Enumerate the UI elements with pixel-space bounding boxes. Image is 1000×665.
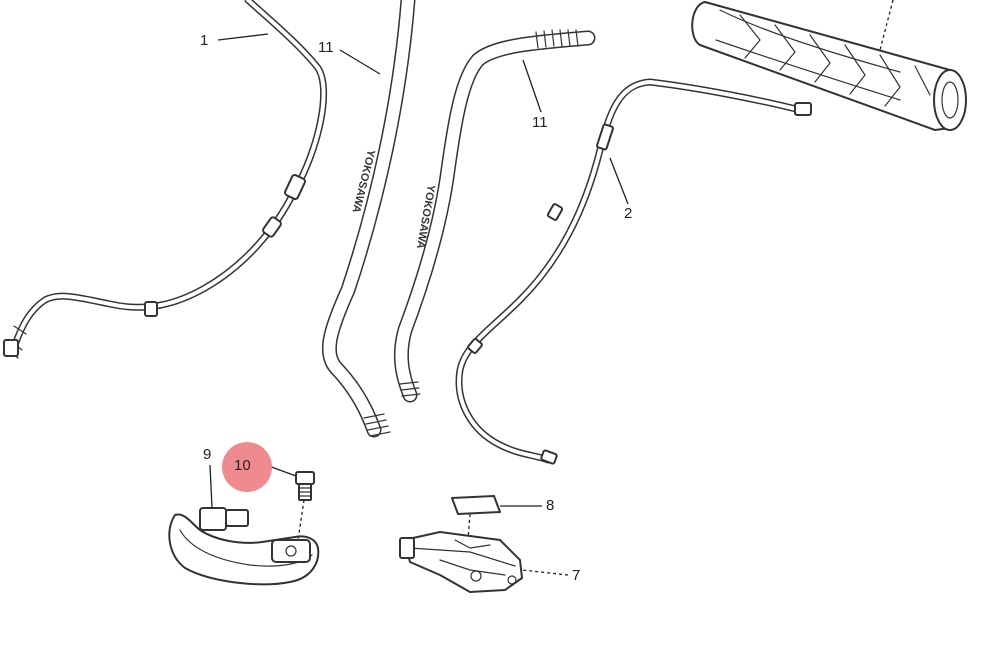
- clutch-cable-part-2[interactable]: [455, 78, 812, 465]
- callout-10[interactable]: 10: [234, 457, 251, 474]
- pad-part-8[interactable]: [451, 495, 501, 541]
- bolt-part-10[interactable]: [295, 471, 315, 541]
- callout-2[interactable]: 2: [624, 205, 633, 222]
- hose-part-11-right[interactable]: YOKOSAWA: [393, 29, 596, 403]
- callout-8[interactable]: 8: [546, 497, 555, 514]
- handlebar-grip[interactable]: [691, 0, 967, 131]
- leader-lines: [209, 33, 629, 576]
- callout-11-left[interactable]: 11: [318, 39, 334, 56]
- highlight-marker: [222, 442, 272, 492]
- callout-11-right[interactable]: 11: [532, 114, 548, 131]
- callout-1[interactable]: 1: [200, 32, 209, 49]
- callout-7[interactable]: 7: [572, 567, 581, 584]
- clamp-part-7[interactable]: [399, 531, 523, 593]
- bracket-part-9[interactable]: [168, 507, 320, 586]
- callout-9[interactable]: 9: [203, 446, 212, 463]
- throttle-cable-part-1[interactable]: [3, 0, 328, 359]
